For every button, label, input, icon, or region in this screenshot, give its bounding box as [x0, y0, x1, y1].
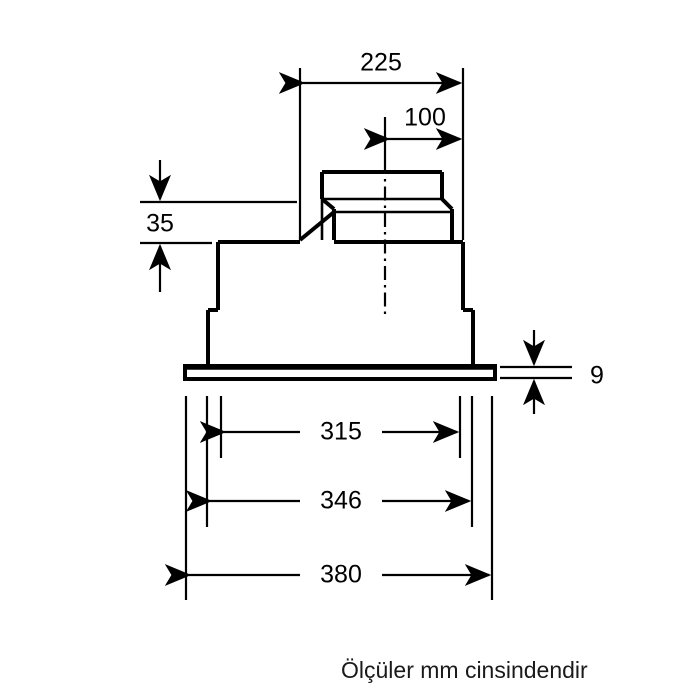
dimension-315-label: 315: [320, 418, 362, 446]
dimension-225: 225: [278, 49, 465, 240]
dimension-380-text-backdrop: [300, 561, 382, 589]
dimension-100: 100: [363, 104, 463, 160]
dimension-315-text-backdrop: [300, 418, 382, 446]
product-outline-group: [183, 160, 497, 381]
dimension-346-label: 346: [320, 487, 362, 515]
dimension-100-label: 100: [404, 104, 446, 132]
housing-diagonal-transition: [298, 210, 336, 242]
dimension-380-label: 380: [320, 561, 362, 589]
flange-outline: [183, 364, 497, 381]
dimension-35: 35: [140, 160, 297, 292]
duct-taper-right: [440, 197, 454, 211]
dimension-346: 346: [185, 396, 474, 527]
dimension-9-label: 9: [590, 362, 604, 390]
dimension-346-text-backdrop: [300, 487, 382, 515]
dimension-35-label: 35: [146, 210, 174, 238]
dimension-225-label: 225: [360, 49, 402, 77]
dimension-380: 380: [164, 396, 494, 600]
duct-taper-left: [320, 197, 336, 211]
dimension-9: 9: [500, 330, 604, 414]
units-caption: Ölçüler mm cinsindendir: [341, 657, 588, 683]
dimension-315: 315: [199, 396, 462, 458]
